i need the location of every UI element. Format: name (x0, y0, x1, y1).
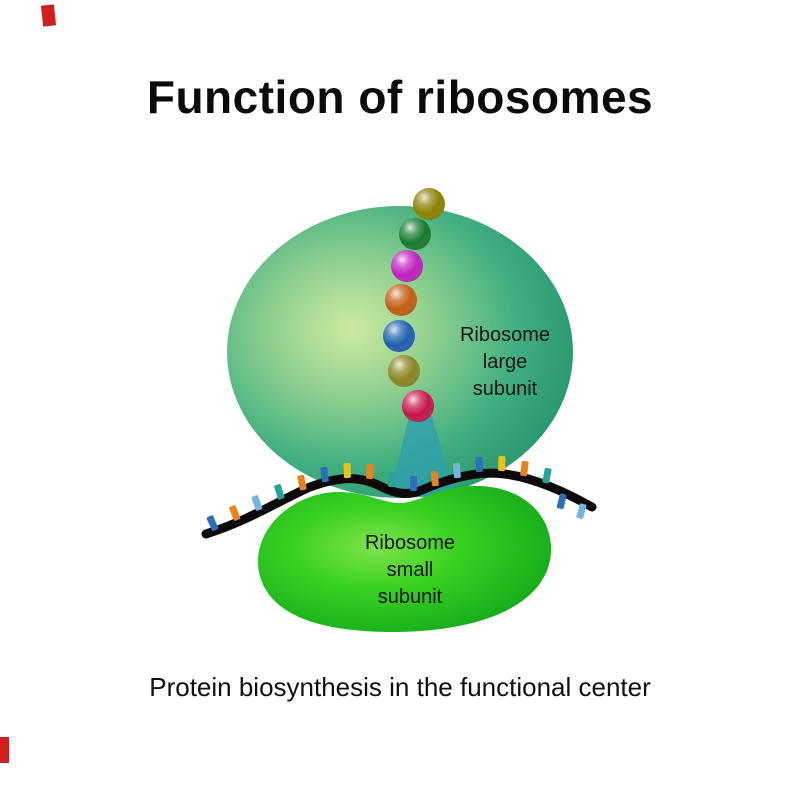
bead-highlight (388, 355, 420, 387)
large-subunit-label-line2: large (483, 351, 527, 373)
mrna-codon-tick (498, 455, 506, 472)
mrna-codon-tick (251, 495, 263, 511)
protein-bead (388, 355, 420, 387)
mrna-codon-tick (475, 456, 483, 473)
mrna-codon-tick (542, 467, 552, 484)
small-subunit-label: Ribosome small subunit (365, 532, 455, 608)
large-subunit-label-line3: subunit (473, 378, 538, 400)
corner-mark-bottom-left (0, 737, 9, 763)
bead-highlight (399, 218, 431, 250)
small-subunit-label-line1: Ribosome (365, 532, 455, 554)
bead-highlight (413, 188, 445, 220)
bead-highlight (385, 284, 417, 316)
mrna-codons (206, 455, 587, 531)
page-title: Function of ribosomes (146, 71, 654, 123)
mrna-codon-tick (520, 460, 529, 477)
small-subunit-label-line3: subunit (378, 586, 443, 608)
protein-chain (383, 188, 445, 422)
mrna-codon-tick (576, 503, 587, 520)
mrna-codon-tick (320, 466, 329, 483)
functional-center-funnel (390, 416, 455, 497)
mrna-codon-tick (206, 515, 219, 531)
mrna-codon-tick (343, 462, 351, 479)
protein-bead (399, 218, 431, 250)
protein-bead (413, 188, 445, 220)
small-subunit (257, 485, 552, 633)
caption: Protein biosynthesis in the functional c… (149, 672, 651, 702)
bead-highlight (391, 250, 423, 282)
protein-bead (385, 284, 417, 316)
mrna-codon-tick (556, 493, 567, 510)
mrna-codon-tick (229, 505, 241, 521)
protein-bead (383, 320, 415, 352)
large-subunit-label-line1: Ribosome (460, 324, 550, 346)
mrna-strand (201, 468, 597, 539)
mrna-codon-tick (410, 476, 417, 491)
mrna-codon-tick (388, 471, 397, 488)
mrna-codon-tick (297, 474, 307, 491)
large-subunit (227, 206, 573, 498)
bead-highlight (402, 390, 434, 422)
small-subunit-label-line2: small (387, 559, 434, 581)
mrna-codon-tick (274, 484, 285, 500)
mrna-codon-tick (366, 463, 374, 480)
protein-bead (402, 390, 434, 422)
mrna-codon-tick (452, 462, 461, 479)
large-subunit-label: Ribosome large subunit (460, 324, 550, 400)
bead-highlight (383, 320, 415, 352)
mrna-codon-tick (430, 470, 439, 487)
protein-bead (391, 250, 423, 282)
